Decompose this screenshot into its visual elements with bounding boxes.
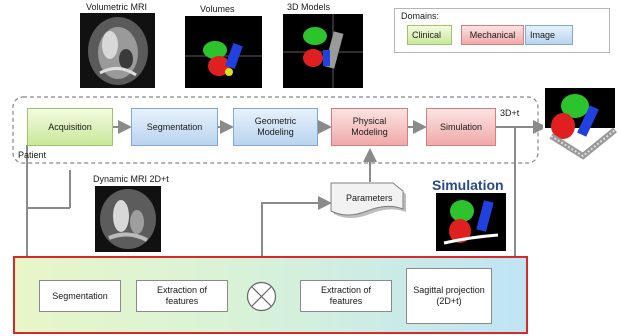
simulation-title: Simulation (432, 177, 504, 193)
domains-legend: Domains: Clinical Mechanical Image (394, 8, 610, 53)
parameters-document: Parameters (330, 182, 410, 222)
loop-segmentation: Segmentation (39, 280, 121, 312)
step-geometric-modeling: Geometric Modeling (233, 108, 318, 146)
legend-mechanical: Mechanical (461, 25, 524, 45)
volumes-label: Volumes (200, 4, 235, 14)
patient-region-label: Patient (18, 150, 47, 160)
legend-image: Image (525, 25, 573, 45)
volumetric-mri-image (80, 13, 155, 88)
loop-extraction-right: Extraction of features (300, 280, 392, 312)
loop-extraction-left: Extraction of features (136, 280, 228, 312)
legend-clinical: Clinical (407, 25, 452, 45)
simulation-image (436, 193, 506, 251)
patient-region-outline (12, 96, 539, 164)
parameters-label: Parameters (346, 193, 393, 203)
dynamic-mri-image (95, 186, 161, 252)
output-3d-t-label: 3D+t (500, 108, 520, 118)
volumes-image (185, 16, 262, 88)
loop-sagittal-projection: Sagittal projection (2D+t) (406, 268, 492, 324)
step-segmentation: Segmentation (131, 108, 218, 146)
comparator-cross-icon (246, 281, 277, 312)
step-physical-modeling: Physical Modeling (331, 108, 408, 146)
volumetric-mri-label: Volumetric MRI (86, 2, 148, 12)
step-acquisition: Acquisition (27, 108, 113, 146)
legend-title: Domains: (401, 11, 440, 21)
output-3d-model-image (543, 86, 620, 166)
3d-models-label: 3D Models (287, 2, 331, 12)
step-simulation: Simulation (426, 108, 496, 146)
dynamic-mri-label: Dynamic MRI 2D+t (93, 174, 169, 184)
3d-models-image (283, 14, 363, 88)
